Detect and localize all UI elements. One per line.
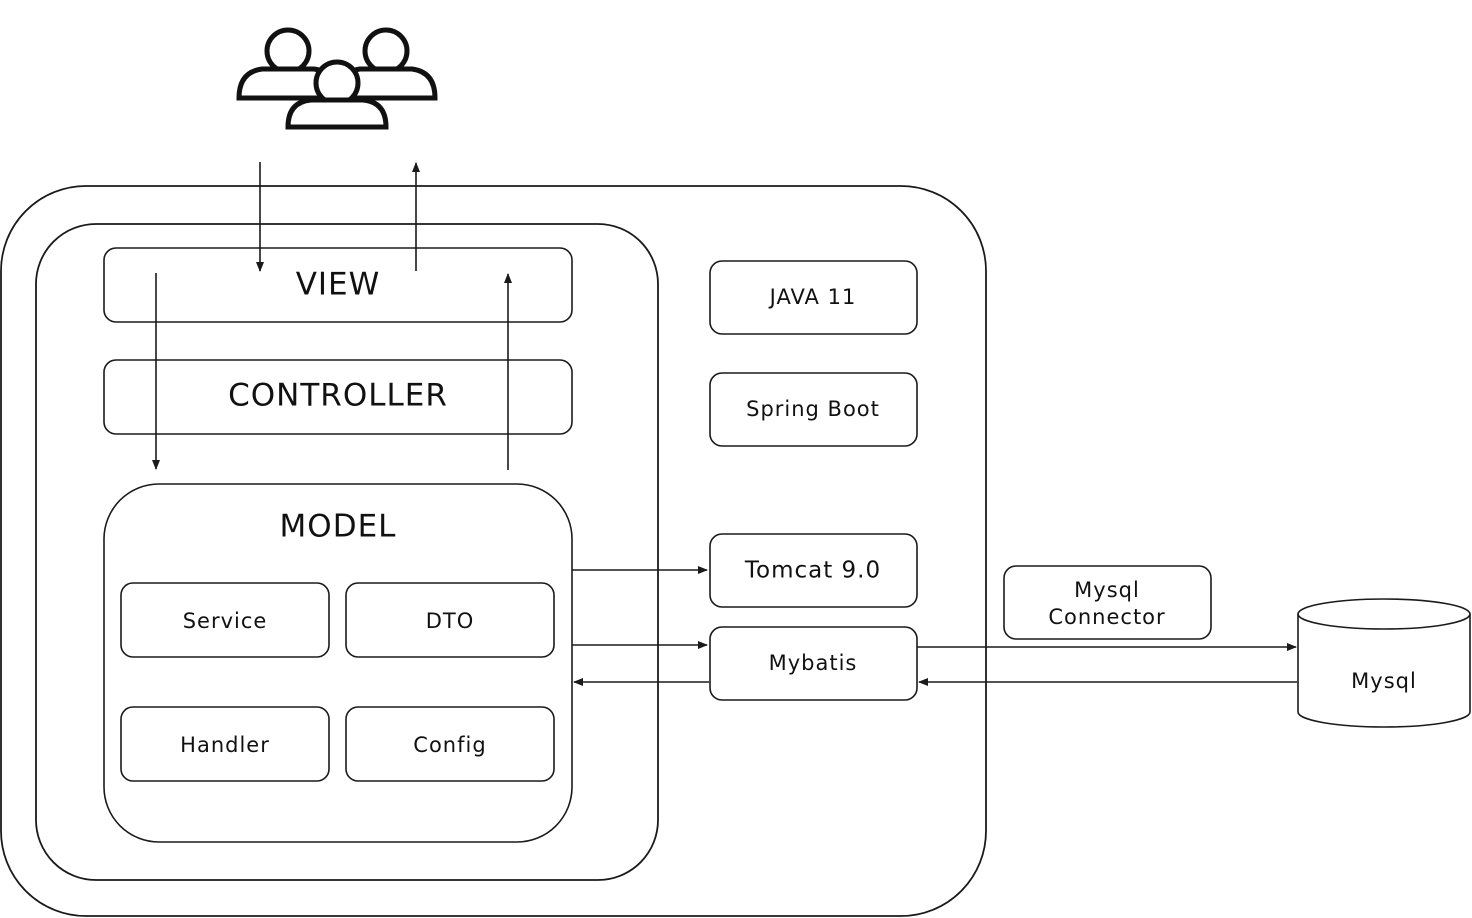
spring-boot-label: Spring Boot: [746, 397, 880, 421]
server-frame: [0, 185, 987, 917]
view-box: VIEW: [103, 247, 573, 323]
mvc-frame: [35, 223, 659, 881]
config-label: Config: [413, 733, 486, 757]
service-box: Service: [120, 582, 330, 658]
controller-box: CONTROLLER: [103, 359, 573, 435]
tomcat-box: Tomcat 9.0: [709, 533, 918, 608]
spring-boot-box: Spring Boot: [709, 372, 918, 447]
mysql-connector-box: Mysql Connector: [1003, 565, 1212, 640]
dto-box: DTO: [345, 582, 555, 658]
controller-label: CONTROLLER: [228, 378, 448, 414]
database-label: Mysql: [1351, 669, 1417, 693]
config-box: Config: [345, 706, 555, 782]
dto-label: DTO: [426, 609, 475, 633]
connector-label-line1: Mysql: [1074, 578, 1140, 602]
users-group-icon: [236, 27, 438, 130]
service-label: Service: [183, 609, 268, 633]
java-box: JAVA 11: [709, 260, 918, 335]
tomcat-label: Tomcat 9.0: [744, 558, 881, 584]
view-label: VIEW: [296, 267, 381, 303]
handler-box: Handler: [120, 706, 330, 782]
model-box: MODEL Service DTO Handler Config: [103, 483, 573, 843]
mybatis-box: Mybatis: [709, 626, 918, 701]
model-label: MODEL: [280, 509, 397, 545]
java-label: JAVA 11: [768, 285, 857, 309]
connector-label-line2: Connector: [1048, 605, 1165, 629]
handler-label: Handler: [180, 733, 270, 757]
mybatis-label: Mybatis: [769, 651, 858, 675]
mysql-database-icon: Mysql: [1297, 598, 1471, 728]
